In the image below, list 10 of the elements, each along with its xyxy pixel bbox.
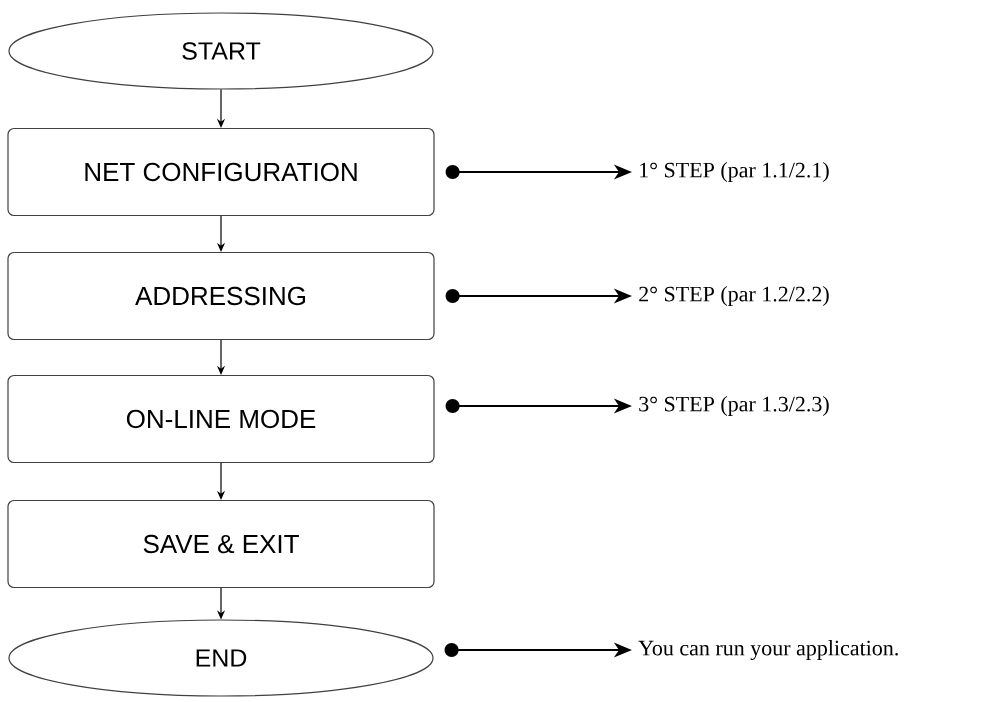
step-note: 2° STEP (par 1.2/2.2) bbox=[639, 286, 829, 306]
step-note: 3° STEP (par 1.3/2.3) bbox=[639, 396, 829, 416]
terminal-oval: END bbox=[8, 619, 434, 697]
process-box: SAVE & EXIT bbox=[7, 499, 435, 589]
process-box: ON-LINE MODE bbox=[7, 374, 435, 464]
step-note: 1° STEP (par 1.1/2.1) bbox=[640, 162, 829, 182]
terminal-oval: START bbox=[8, 12, 434, 90]
step-note: You can run your application. bbox=[638, 640, 898, 660]
process-box: ADDRESSING bbox=[7, 251, 435, 341]
process-box: NET CONFIGURATION bbox=[7, 127, 435, 217]
